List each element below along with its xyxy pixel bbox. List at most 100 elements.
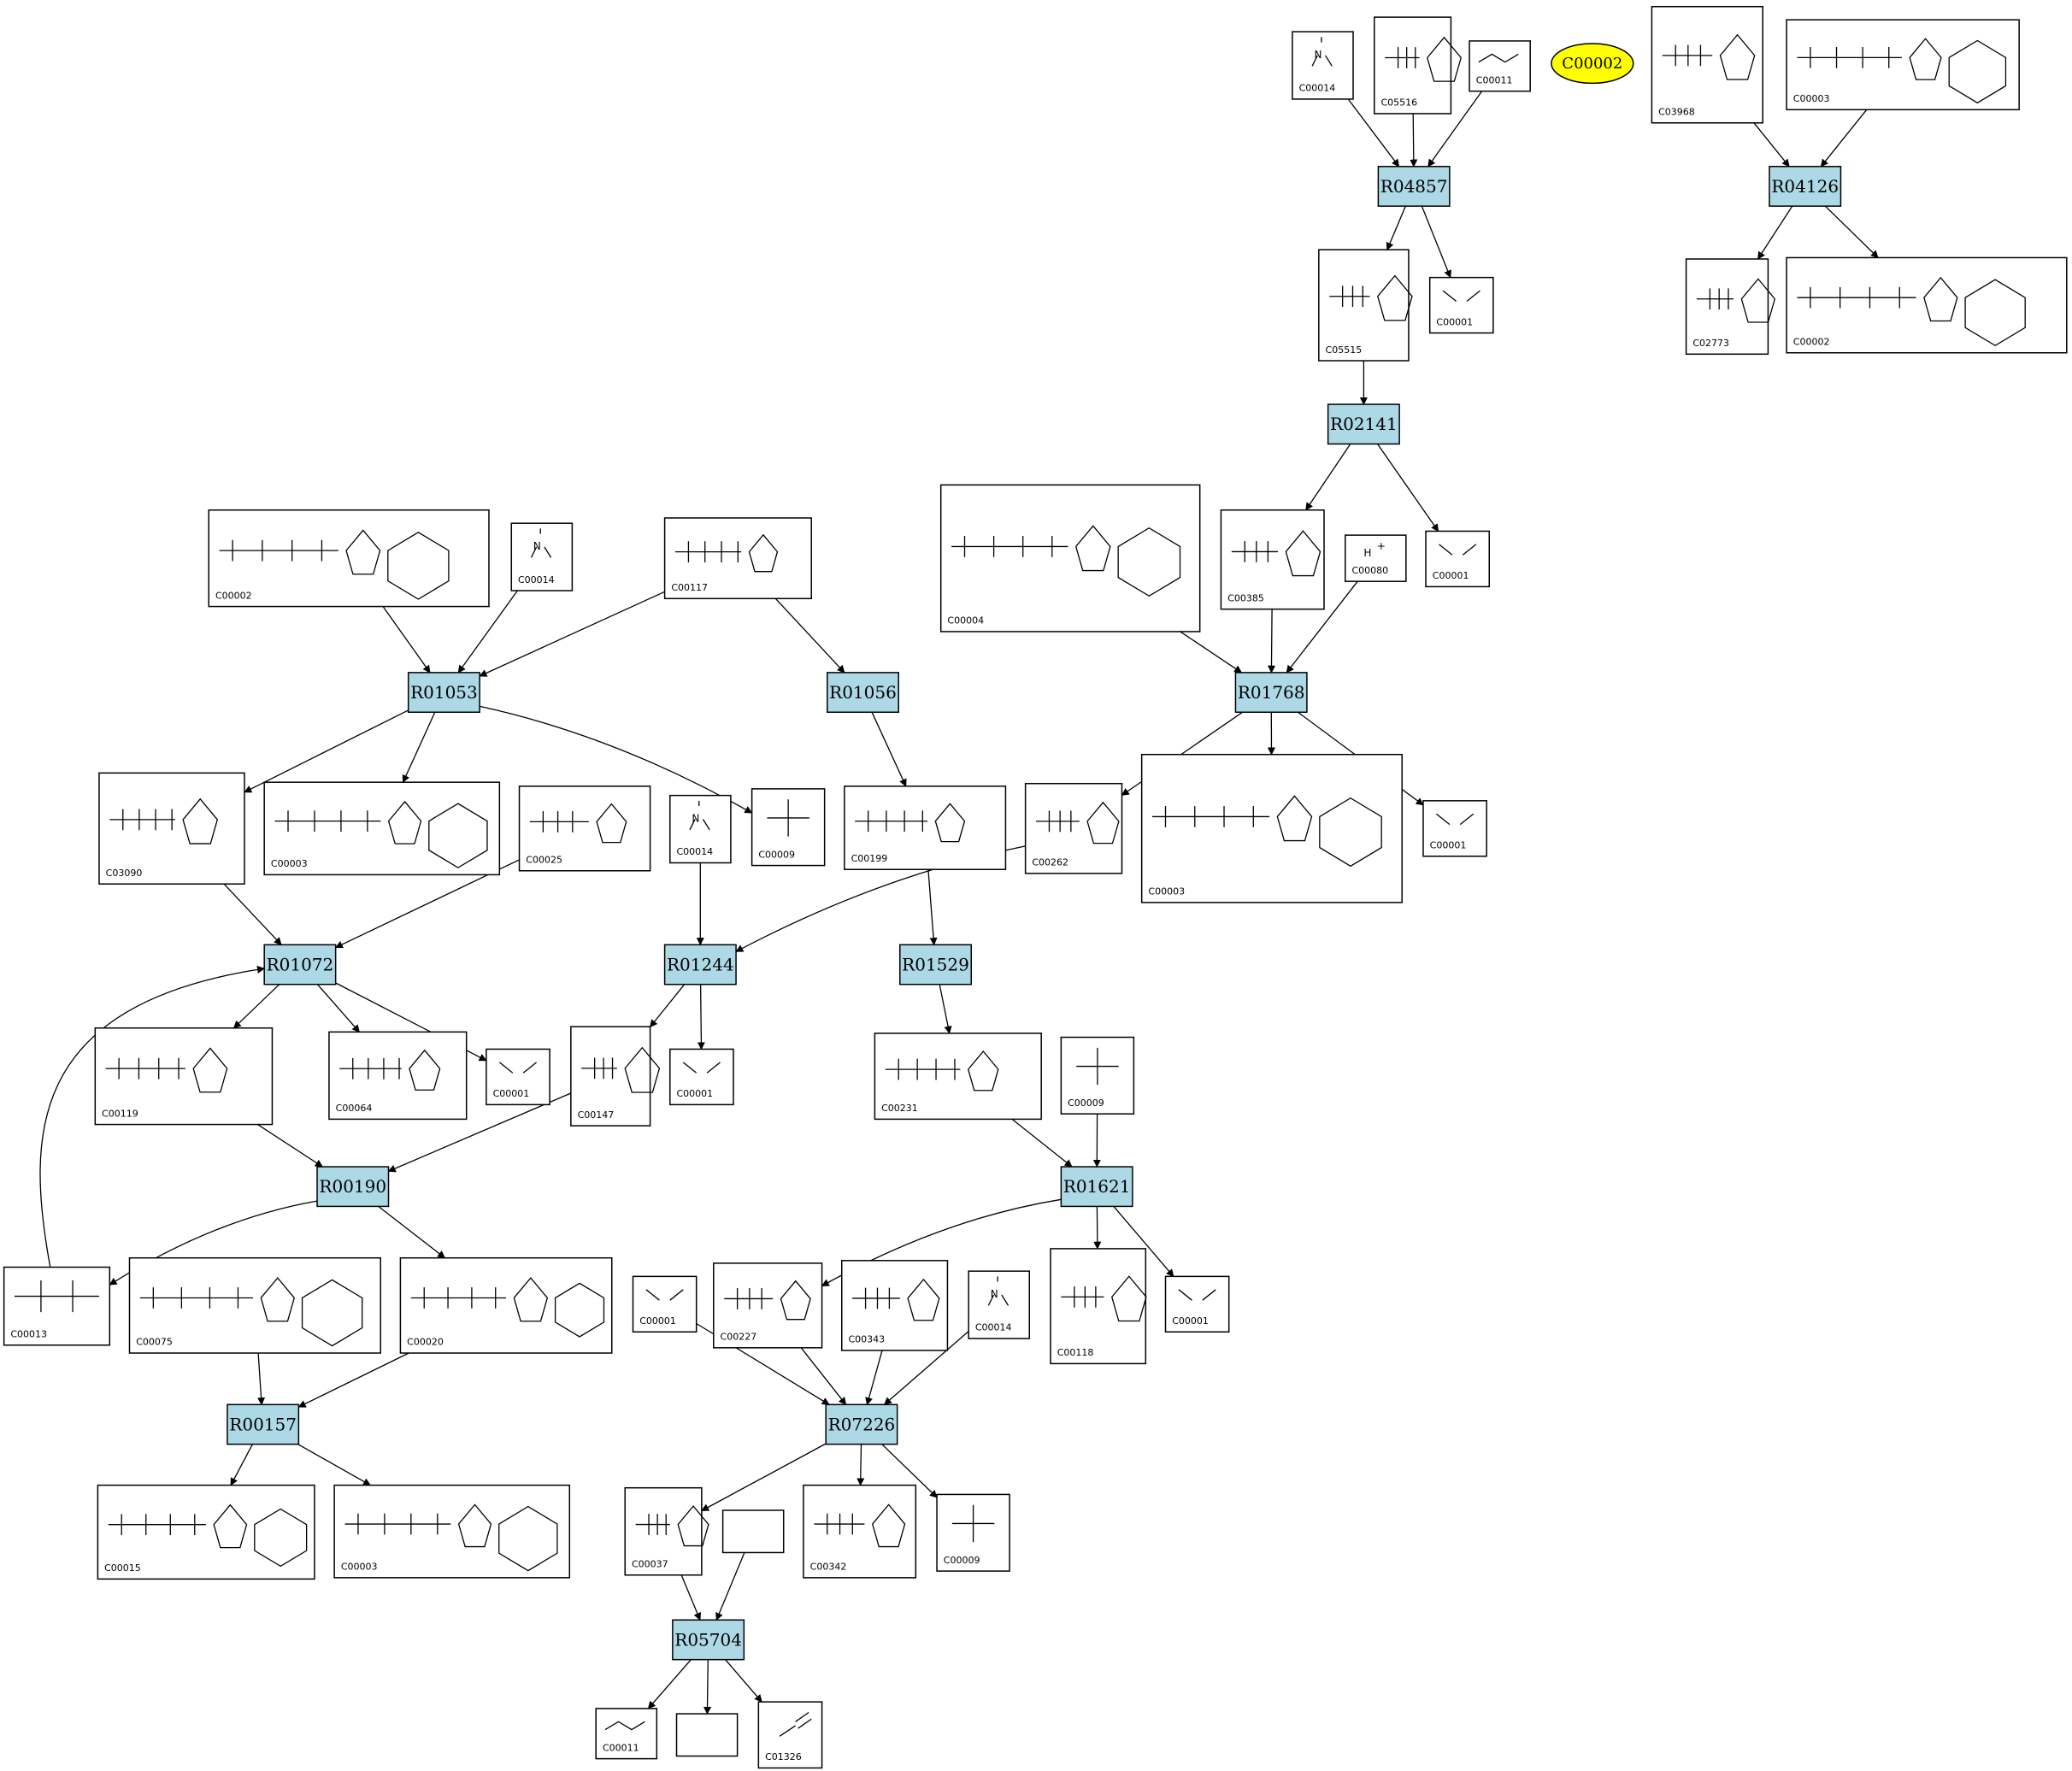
compound-node[interactable]: C00342 [803,1484,917,1579]
compound-id-label: C00011 [1476,74,1513,85]
reaction-node-r01072[interactable]: R01072 [263,944,337,986]
reaction-node-r01621[interactable]: R01621 [1060,1166,1133,1208]
compound-node[interactable]: C00013 [3,1266,111,1346]
edge-n-c00343-to-r07226 [865,1350,883,1406]
reaction-id-label: R01244 [667,955,734,975]
compound-node[interactable]: C00002 [208,509,490,608]
compound-node[interactable]: C00009 [751,788,826,867]
edge-n-c00117-to-r01053 [479,591,665,677]
compound-node[interactable]: C05515 [1318,249,1413,362]
compound-node[interactable]: C00025 [518,785,651,872]
compound-id-label: C00001 [677,1088,714,1099]
compound-id-label: C00014 [975,1322,1012,1333]
compound-node[interactable]: C00009 [936,1493,1010,1572]
compound-node[interactable]: C03090 [98,772,245,885]
compound-node[interactable]: C00003 [1786,19,2020,111]
compound-node[interactable]: C00231 [874,1033,1042,1121]
compound-node[interactable]: C00117 [663,517,812,600]
compound-node[interactable]: C03968 [1651,5,1764,124]
compound-node[interactable] [721,1509,785,1554]
compound-node[interactable]: C00011 [1469,40,1531,92]
compound-node[interactable]: C00064 [328,1031,468,1121]
edge-n-empty-a-to-r05704 [715,1552,745,1621]
reaction-node-r01053[interactable]: R01053 [407,672,480,713]
edge-n-c00227-to-r07226 [800,1347,847,1406]
edge-r05704-to-n-c01326 [725,1659,762,1703]
compound-node[interactable]: C00002 [1786,256,2068,354]
edge-n-c00119-to-r00190 [257,1124,323,1168]
reaction-node-r00190[interactable]: R00190 [316,1166,390,1208]
compound-node[interactable]: C00001 [1428,276,1494,334]
reaction-node-r01529[interactable]: R01529 [899,944,972,986]
edge-r01053-to-n-c00003-b [402,712,436,784]
reaction-id-label: R00157 [229,1415,297,1435]
svg-text:H: H [1363,547,1371,559]
compound-node[interactable]: C00001 [669,1048,734,1106]
edge-r02141-to-n-c00001-b [1376,444,1439,532]
edge-r01621-to-n-c00118 [1093,1206,1102,1250]
reaction-node-r04126[interactable]: R04126 [1769,166,1842,207]
compound-node[interactable]: C01326 [757,1701,823,1769]
reaction-node-r02141[interactable]: R02141 [1327,403,1400,445]
edge-n-c00037-to-r05704 [680,1574,702,1621]
reaction-node-r05704[interactable]: R05704 [672,1619,745,1661]
compound-node[interactable]: C05516 [1374,16,1462,115]
compound-node[interactable]: C00003 [333,1484,571,1579]
edge-r01244-to-n-c00147 [650,984,686,1028]
reaction-node-r01244[interactable]: R01244 [663,944,737,986]
compound-node[interactable] [675,1713,739,1757]
reaction-id-label: R04857 [1380,176,1448,197]
edge-r01621-to-n-c00001-g [1113,1205,1174,1278]
compound-node[interactable]: C00001 [486,1048,550,1106]
compound-id-label: C00001 [1172,1315,1209,1327]
reaction-node-r04857[interactable]: R04857 [1377,166,1451,207]
compound-node[interactable]: C00147 [570,1026,661,1127]
compound-node[interactable]: C00119 [94,1027,274,1126]
compound-node[interactable]: C00075 [128,1256,381,1354]
compound-node[interactable]: C00009 [1060,1036,1135,1115]
compound-node[interactable]: C00262 [1024,782,1123,874]
compound-node[interactable]: C00003 [263,781,501,876]
compound-node[interactable]: C00001 [1164,1275,1230,1333]
reaction-id-label: R01768 [1238,682,1305,703]
compound-id-label: C00011 [603,1742,639,1753]
compound-id-label: C00001 [639,1315,676,1327]
edge-r00157-to-n-c00015 [230,1444,253,1486]
compound-node[interactable]: C00011 [595,1708,658,1760]
reaction-node-r01056[interactable]: R01056 [826,672,899,713]
reaction-node-r00157[interactable]: R00157 [227,1403,300,1445]
compound-node[interactable]: C02773 [1685,258,1776,356]
compound-node[interactable]: C00227 [713,1262,823,1349]
compound-node[interactable]: C00199 [844,785,1007,870]
compound-id-label: C00003 [1793,93,1830,104]
compound-node[interactable]: C00015 [97,1484,315,1580]
compound-node[interactable]: C00118 [1050,1248,1147,1365]
edge-r05704-to-n-c00011-b [647,1659,692,1709]
compound-node[interactable]: C00001 [1425,530,1490,588]
edge-n-c00002-a-to-r01053 [382,606,431,674]
compound-node[interactable]: C00037 [624,1486,709,1576]
compound-node[interactable]: C00020 [399,1256,613,1354]
highlighted-compound[interactable]: C00002 [1551,43,1634,85]
compound-node[interactable]: C00003 [1140,753,1403,903]
reaction-id-label: R01529 [902,955,969,975]
compound-id-label: C00002 [215,590,252,601]
compound-node[interactable]: H+C00080 [1344,534,1407,582]
edge-r00157-to-n-c00003-d [297,1444,371,1486]
compound-id-label: C00343 [848,1334,885,1345]
reaction-node-r01768[interactable]: R01768 [1234,672,1308,713]
compound-node[interactable]: C00001 [1422,800,1487,857]
compound-node[interactable]: C00343 [841,1260,949,1351]
compound-node[interactable]: C00001 [632,1275,698,1333]
formula-text: N [1314,49,1321,61]
edge-r04857-to-n-c00001-a [1421,205,1451,279]
compound-id-label: C00004 [947,615,984,627]
compound-node[interactable]: C00004 [939,484,1201,632]
edge-r04857-to-n-c05515 [1386,205,1406,251]
reaction-node-r07226[interactable]: R07226 [825,1403,898,1445]
compound-node[interactable]: C00385 [1220,509,1325,610]
